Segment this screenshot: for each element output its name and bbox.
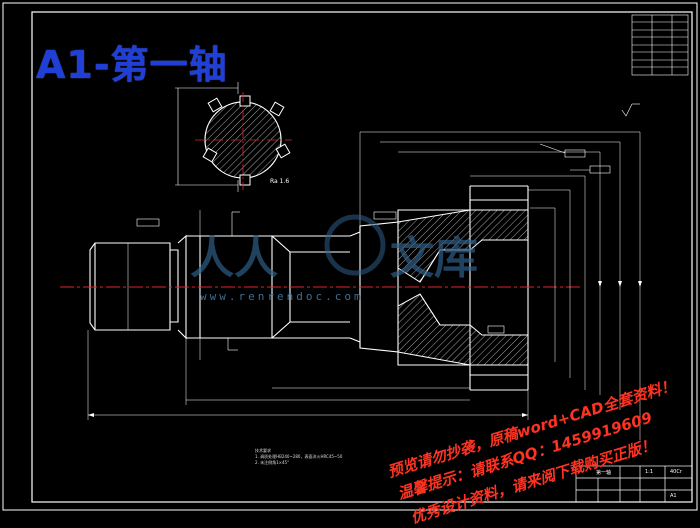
watermark-brand-left: 人人: [190, 233, 278, 284]
spline-section-view: Ra 1.6: [175, 82, 292, 192]
tech-note-line: 1. 调质处理HB240~280，表面淬火HRC45~50: [255, 454, 343, 459]
title-block-scale: 1:1: [645, 469, 654, 475]
roughness-symbol: [621, 103, 640, 117]
title-block-sheet: A1: [670, 493, 677, 499]
tolerance-frames: [136, 143, 611, 334]
technical-requirements: 技术要求 1. 调质处理HB240~280，表面淬火HRC45~50 2. 未注…: [255, 448, 342, 466]
dimension-arrows: [88, 281, 642, 417]
hub-section-hatch: [397, 209, 529, 366]
watermark-url: www.renrendoc.com: [200, 290, 364, 303]
datum-markers: [227, 211, 240, 351]
svg-text:Ra 1.6: Ra 1.6: [270, 178, 289, 185]
property-table: [631, 14, 689, 76]
watermark-logo: [324, 214, 386, 276]
cad-drawing-canvas: Ra 1.6: [2, 2, 698, 511]
outer-frame: [2, 2, 698, 511]
title-block-material: 40Cr: [670, 469, 682, 475]
title-block: [575, 465, 693, 503]
watermark-brand-right: 文库: [390, 233, 478, 284]
inner-frame: [31, 11, 693, 503]
watermark-brand: 人人 文库: [190, 210, 490, 300]
tech-notes-title: 技术要求: [255, 448, 271, 453]
tech-note-line: 2. 未注倒角1×45°: [255, 460, 290, 465]
title-block-part-name: 第一轴: [596, 470, 612, 476]
dimension-lines: [87, 131, 641, 440]
drawing-title: A1-第一轴: [36, 43, 228, 87]
